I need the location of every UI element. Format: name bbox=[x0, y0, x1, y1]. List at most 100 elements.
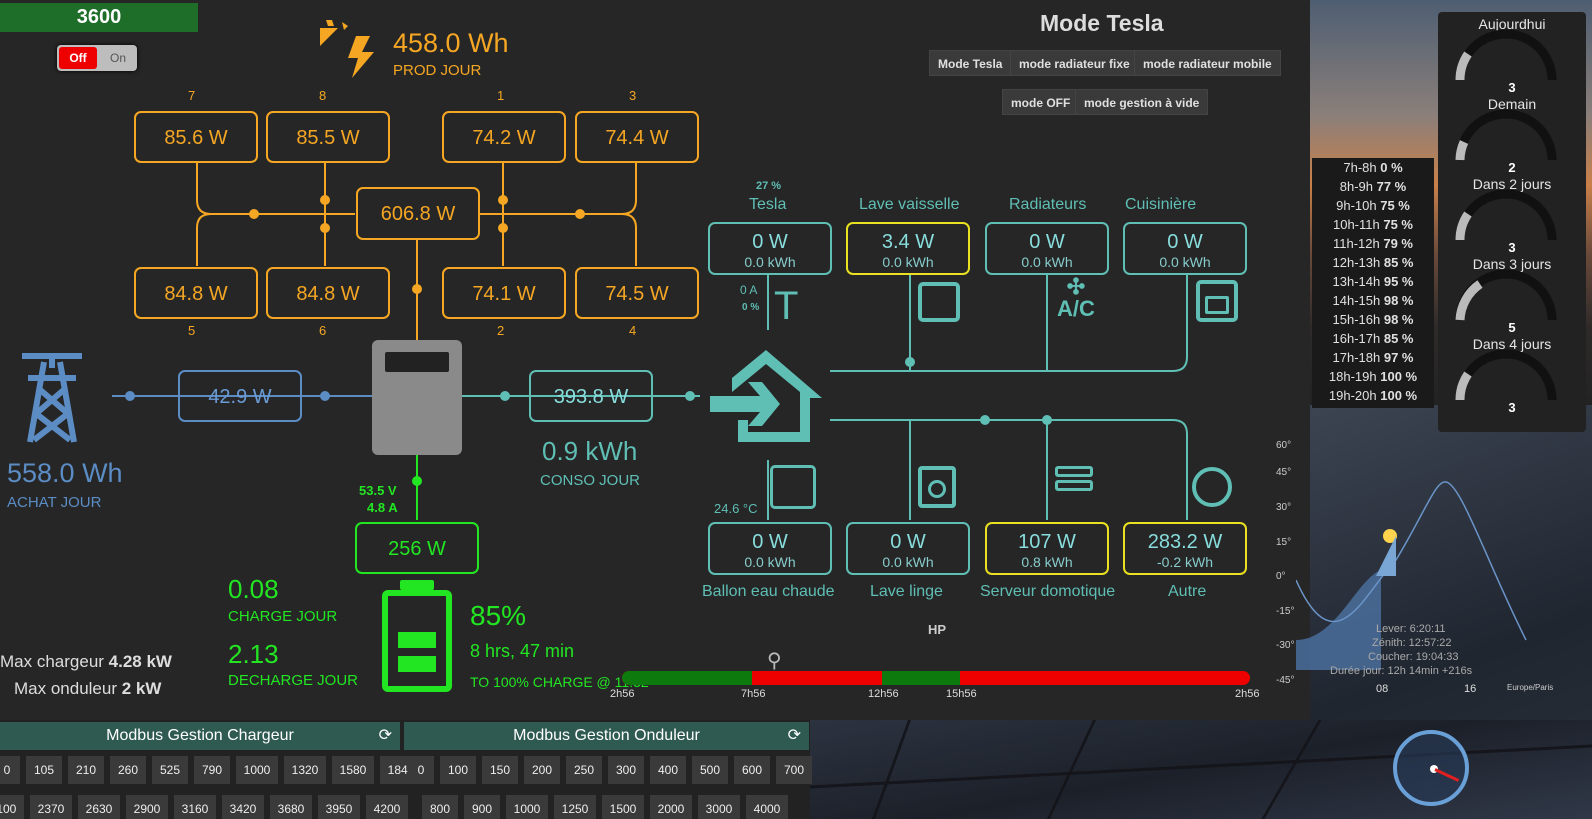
modbus-value-button[interactable]: 105 bbox=[26, 756, 62, 784]
modbus-value-button[interactable]: 4200 bbox=[366, 795, 408, 819]
modbus-value-button[interactable]: 150 bbox=[482, 756, 518, 784]
house-power: 393.8 W bbox=[553, 386, 629, 408]
off-on-toggle[interactable]: Off On bbox=[57, 45, 137, 71]
serveur-label: Serveur domotique bbox=[980, 583, 1116, 600]
modbus-value-button[interactable]: 900 bbox=[464, 795, 500, 819]
modbus-value-button[interactable]: 2630 bbox=[78, 795, 120, 819]
forecast-row: 16h-17h 85 % bbox=[1332, 331, 1414, 346]
modbus-value-button[interactable]: 200 bbox=[524, 756, 560, 784]
modbus-value-button[interactable]: 1500 bbox=[602, 795, 644, 819]
panel-7-box[interactable]: 85.6 W bbox=[134, 111, 258, 163]
radiateurs-energy: 0.0 kWh bbox=[1021, 254, 1073, 270]
gauge-track-0 bbox=[1455, 29, 1557, 81]
mode-off-button[interactable]: mode OFF bbox=[1002, 89, 1080, 115]
gauge-track-3 bbox=[1455, 269, 1557, 321]
modbus-value-button[interactable]: 260 bbox=[110, 756, 146, 784]
panel-5-box[interactable]: 84.8 W bbox=[134, 267, 258, 319]
max-charger: Max chargeur 4.28 kW bbox=[0, 652, 172, 672]
modbus-value-button[interactable]: 2100 bbox=[0, 795, 24, 819]
serveur-power: 107 W bbox=[1018, 531, 1076, 553]
modbus-value-button[interactable]: 700 bbox=[776, 756, 812, 784]
modbus-value-button[interactable]: 100 bbox=[440, 756, 476, 784]
modbus-value-button[interactable]: 300 bbox=[608, 756, 644, 784]
modbus-value-button[interactable]: 3680 bbox=[270, 795, 312, 819]
modbus-value-button[interactable]: 1320 bbox=[284, 756, 326, 784]
mode-radiateur-mobile-button[interactable]: mode radiateur mobile bbox=[1134, 50, 1281, 76]
panel-id-7: 7 bbox=[188, 88, 196, 103]
modbus-value-button[interactable]: 525 bbox=[152, 756, 188, 784]
modbus-value-button[interactable]: 3160 bbox=[174, 795, 216, 819]
modbus-value-button[interactable]: 1580 bbox=[332, 756, 374, 784]
panel-1-box[interactable]: 74.2 W bbox=[442, 111, 566, 163]
battery-soc: 85% bbox=[470, 600, 527, 631]
modbus-value-button[interactable]: 2900 bbox=[126, 795, 168, 819]
day-gauges bbox=[1455, 29, 1557, 401]
battery-power-box[interactable]: 256 W bbox=[355, 522, 479, 574]
refresh-icon[interactable]: ⟳ bbox=[787, 727, 801, 744]
panel-4-box[interactable]: 74.5 W bbox=[575, 267, 699, 319]
sun-xtick-1: 16 bbox=[1464, 683, 1477, 695]
modbus-value-button[interactable]: 800 bbox=[422, 795, 458, 819]
autre-box[interactable]: 283.2 W-0.2 kWh bbox=[1123, 522, 1247, 575]
background-solar-panels-bottom bbox=[810, 720, 1592, 819]
battery-icon bbox=[382, 580, 452, 692]
modbus-value-button[interactable]: 400 bbox=[650, 756, 686, 784]
modbus-value-button[interactable]: 600 bbox=[734, 756, 770, 784]
mode-radiateur-fixe-button[interactable]: mode radiateur fixe bbox=[1010, 50, 1139, 76]
mode-tesla-button[interactable]: Mode Tesla bbox=[929, 50, 1012, 76]
mode-title: Mode Tesla bbox=[1040, 10, 1164, 36]
battery-time: 8 hrs, 47 min bbox=[470, 641, 575, 661]
autre-power: 283.2 W bbox=[1147, 531, 1223, 553]
modbus-value-button[interactable]: 210 bbox=[68, 756, 104, 784]
modbus-value-button[interactable]: 2000 bbox=[650, 795, 692, 819]
modbus-value-button[interactable]: 1000 bbox=[506, 795, 548, 819]
modbus-value-button[interactable]: 1000 bbox=[236, 756, 278, 784]
house-power-box[interactable]: 393.8 W bbox=[529, 370, 653, 422]
panel-2-box[interactable]: 74.1 W bbox=[442, 267, 566, 319]
modbus-value-button[interactable]: 2370 bbox=[30, 795, 72, 819]
panel-8-value: 85.5 W bbox=[296, 127, 360, 149]
panel-6-box[interactable]: 84.8 W bbox=[266, 267, 390, 319]
modbus-value-button[interactable]: 500 bbox=[692, 756, 728, 784]
modbus-charger-header: Modbus Gestion Chargeur⟳ bbox=[0, 722, 400, 750]
sun-coucher: Coucher: 19:04:33 bbox=[1368, 651, 1459, 663]
refresh-icon[interactable]: ⟳ bbox=[378, 727, 392, 744]
forecast-row: 7h-8h 0 % bbox=[1343, 160, 1403, 175]
mode-gestion-vide-button[interactable]: mode gestion à vide bbox=[1075, 89, 1209, 115]
gauge-track-4 bbox=[1455, 349, 1557, 401]
server-icon bbox=[1055, 466, 1093, 506]
solar-total-box[interactable]: 606.8 W bbox=[356, 187, 480, 240]
timeline-tick-2: 12h56 bbox=[868, 688, 899, 700]
modbus-value-button[interactable]: 250 bbox=[566, 756, 602, 784]
modbus-value-button[interactable]: 3000 bbox=[698, 795, 740, 819]
flow-lines bbox=[112, 162, 1188, 520]
modbus-value-button[interactable]: 1250 bbox=[554, 795, 596, 819]
toggle-on[interactable]: On bbox=[109, 51, 126, 65]
sun-ytick-5: -15° bbox=[1276, 606, 1295, 617]
charge-label: CHARGE JOUR bbox=[228, 608, 338, 625]
forecast-row: 17h-18h 97 % bbox=[1332, 350, 1414, 365]
panel-8-box[interactable]: 85.5 W bbox=[266, 111, 390, 163]
lave-linge-label: Lave linge bbox=[870, 583, 943, 600]
toggle-off[interactable]: Off bbox=[59, 47, 97, 69]
energy-flow-panel bbox=[0, 0, 1310, 720]
modbus-value-button[interactable]: 0 bbox=[408, 756, 434, 784]
modbus-value-button[interactable]: 0 bbox=[0, 756, 20, 784]
sun-ytick-0: 60° bbox=[1276, 440, 1292, 451]
modbus-value-button[interactable]: 3420 bbox=[222, 795, 264, 819]
panel-3-box[interactable]: 74.4 W bbox=[575, 111, 699, 163]
day-0-value: 3 bbox=[1508, 80, 1516, 95]
grid-power-box[interactable]: 42.9 W bbox=[178, 370, 302, 422]
modbus-value-button[interactable]: 790 bbox=[194, 756, 230, 784]
forecast-row: 19h-20h 100 % bbox=[1328, 388, 1418, 403]
modbus-value-button[interactable]: 4000 bbox=[746, 795, 788, 819]
modbus-value-button[interactable]: 3950 bbox=[318, 795, 360, 819]
panel-id-5: 5 bbox=[188, 323, 196, 338]
